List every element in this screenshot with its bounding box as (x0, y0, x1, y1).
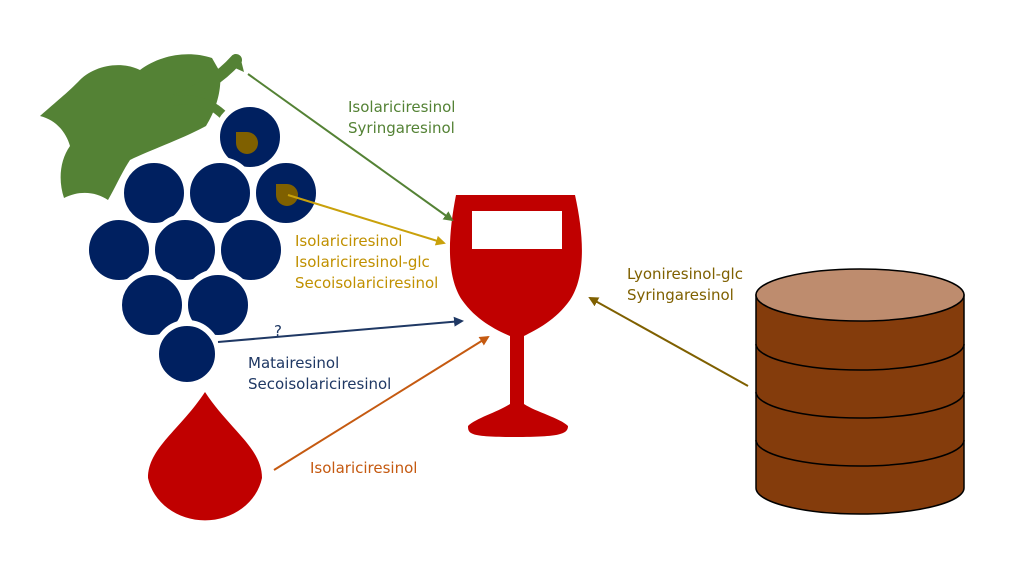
arrow-pulp-to-wine (217, 316, 464, 343)
pulp-compound-list: Matairesinol Secoisolariciresinol (248, 353, 391, 395)
compound-label: Secoisolariciresinol (295, 274, 439, 292)
barrel-compound-list: Lyoniresinol-glc Syringaresinol (627, 264, 743, 306)
wine-glass-icon (449, 195, 582, 437)
leaf-compound-list: Isolariciresinol Syringaresinol (348, 97, 455, 139)
compound-label: Isolariciresinol (348, 98, 456, 116)
grape-seed-icon (236, 132, 298, 206)
juice-drop-icon (148, 392, 262, 521)
compound-label: Secoisolariciresinol (248, 375, 392, 393)
arrow-leaf-to-wine (247, 73, 454, 222)
compound-label: Syringaresinol (348, 119, 455, 137)
compound-label: Lyoniresinol-glc (627, 265, 743, 283)
arrow-seed-to-wine (287, 194, 446, 246)
compound-label: Isolariciresinol (310, 459, 418, 477)
compound-label: Isolariciresinol (295, 232, 403, 250)
juice-compound-list: Isolariciresinol (310, 458, 417, 479)
compound-label: Syringaresinol (627, 286, 734, 304)
arrow-juice-to-wine (273, 335, 490, 471)
pulp-unknown-marker: ? (274, 322, 282, 340)
seed-compound-list: Isolariciresinol Isolariciresinol-glc Se… (295, 231, 438, 294)
oak-barrel-icon (755, 268, 965, 515)
compound-label: Matairesinol (248, 354, 340, 372)
compound-label: Isolariciresinol-glc (295, 253, 430, 271)
arrow-barrel-to-wine (588, 297, 749, 387)
